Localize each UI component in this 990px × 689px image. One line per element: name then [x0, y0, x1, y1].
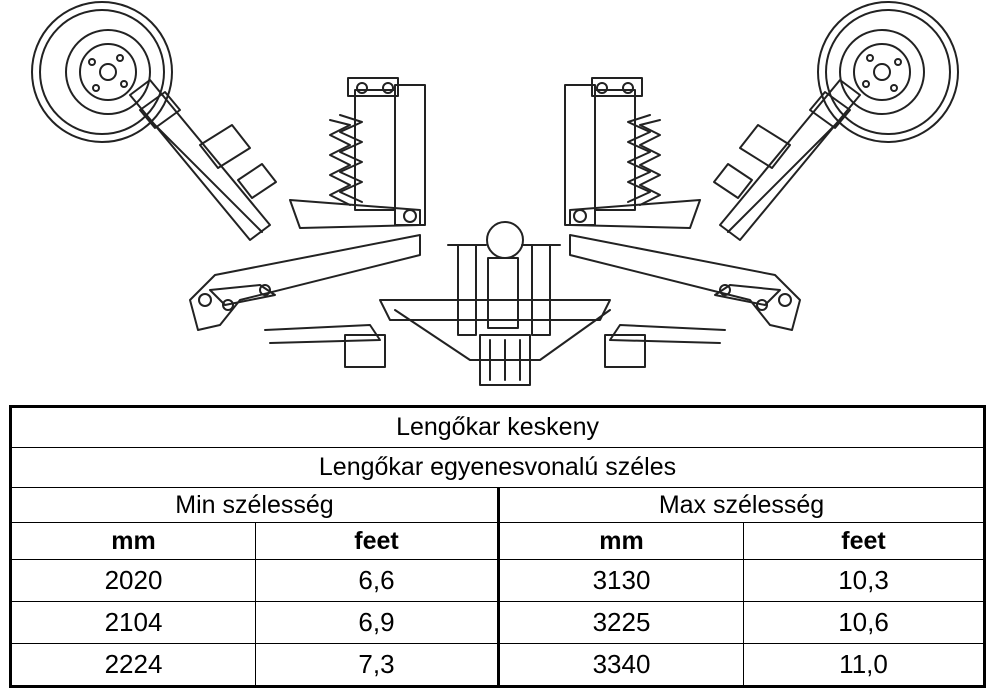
width-spec-table: Lengőkar keskeny Lengőkar egyenesvonalú …: [9, 405, 987, 688]
table-row: 2224 7,3 3340 11,0: [10, 643, 986, 687]
right-side-assembly: [564, 1, 959, 368]
left-drive-shaft: [129, 79, 277, 241]
left-upper-arm: [289, 199, 421, 229]
unit-max-mm: mm: [497, 522, 744, 560]
left-wheel-hub: [31, 1, 173, 143]
title-narrow-arm: Lengőkar keskeny: [9, 406, 986, 448]
cell-max-feet: 11,0: [742, 643, 986, 687]
cell-min-feet: 6,6: [255, 559, 499, 602]
cell-min-feet: 6,9: [255, 601, 499, 644]
table-subtitle-row: Lengőkar egyenesvonalú széles: [9, 447, 986, 488]
cell-max-feet: 10,6: [742, 601, 986, 644]
suspension-drawing: [31, 1, 959, 386]
cell-min-mm: 2224: [10, 643, 256, 687]
unit-max-feet: feet: [742, 522, 986, 560]
title-wide-arm: Lengőkar egyenesvonalú széles: [9, 447, 986, 488]
cell-max-feet: 10,3: [742, 559, 986, 602]
table-row: 2104 6,9 3225 10,6: [10, 601, 986, 644]
unit-min-feet: feet: [255, 522, 499, 560]
unit-min-mm: mm: [10, 522, 256, 560]
max-width-header: Max szélesség: [496, 487, 986, 523]
table-title-row: Lengőkar keskeny: [9, 406, 986, 448]
cell-min-mm: 2020: [10, 559, 256, 602]
cell-max-mm: 3225: [497, 601, 744, 644]
min-width-header: Min szélesség: [10, 487, 499, 523]
table-row: 2020 6,6 3130 10,3: [10, 559, 986, 602]
center-bracket: [379, 221, 611, 386]
left-shock-absorber: [329, 77, 426, 226]
group-header-row: Min szélesség Max szélesség: [10, 487, 986, 523]
cell-min-mm: 2104: [10, 601, 256, 644]
left-lower-arm: [189, 234, 421, 368]
cell-min-feet: 7,3: [255, 643, 499, 687]
cell-max-mm: 3130: [497, 559, 744, 602]
cell-max-mm: 3340: [497, 643, 744, 687]
unit-header-row: mm feet mm feet: [10, 522, 986, 560]
